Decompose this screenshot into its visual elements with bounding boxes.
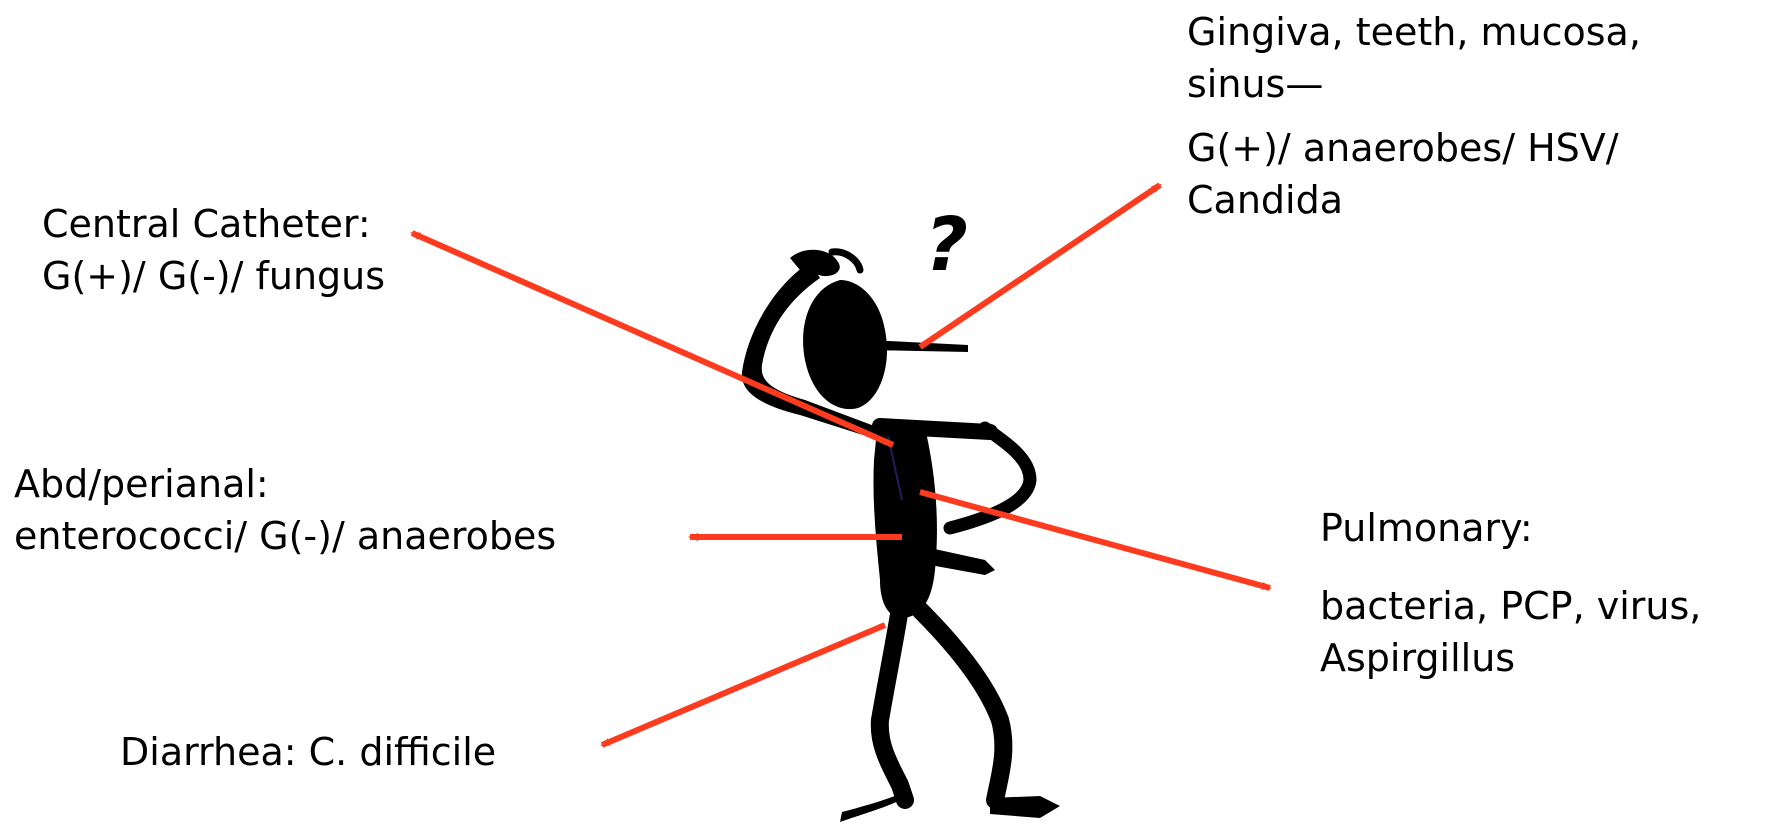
mouth-label-line4: Candida bbox=[1187, 174, 1641, 226]
pulmonary-label-line3: Aspirgillus bbox=[1320, 632, 1701, 684]
arrow-to-pulmonary bbox=[920, 492, 1270, 588]
mouth-label-line3: G(+)/ anaerobes/ HSV/ bbox=[1187, 122, 1641, 174]
catheter-label-line1: Central Catheter: bbox=[42, 198, 385, 250]
catheter-label-line2: G(+)/ G(-)/ fungus bbox=[42, 250, 385, 302]
abdomen-label: Abd/perianal: enterococci/ G(-)/ anaerob… bbox=[14, 458, 556, 562]
pulmonary-label: Pulmonary: bacteria, PCP, virus, Aspirgi… bbox=[1320, 502, 1701, 684]
pulmonary-label-line2: bacteria, PCP, virus, bbox=[1320, 580, 1701, 632]
mouth-label-line2: sinus— bbox=[1187, 58, 1641, 110]
mouth-label-line1: Gingiva, teeth, mucosa, bbox=[1187, 6, 1641, 58]
abdomen-label-line2: enterococci/ G(-)/ anaerobes bbox=[14, 510, 556, 562]
figure-left-leg bbox=[880, 608, 905, 800]
arrow-to-diarrhea bbox=[602, 625, 885, 745]
mouth-label: Gingiva, teeth, mucosa, sinus— G(+)/ ana… bbox=[1187, 6, 1641, 226]
figure-right-leg bbox=[920, 610, 1003, 800]
figure-left-foot bbox=[840, 794, 905, 822]
catheter-label: Central Catheter: G(+)/ G(-)/ fungus bbox=[42, 198, 385, 302]
diarrhea-label: Diarrhea: C. difficile bbox=[120, 726, 496, 778]
question-mark-icon: ? bbox=[925, 202, 968, 288]
figure-nose bbox=[868, 340, 968, 352]
figure-right-foot bbox=[990, 796, 1060, 818]
abdomen-label-line1: Abd/perianal: bbox=[14, 458, 556, 510]
figure-torso bbox=[873, 419, 936, 618]
diarrhea-label-line1: Diarrhea: C. difficile bbox=[120, 726, 496, 778]
pulmonary-label-line1: Pulmonary: bbox=[1320, 502, 1701, 554]
